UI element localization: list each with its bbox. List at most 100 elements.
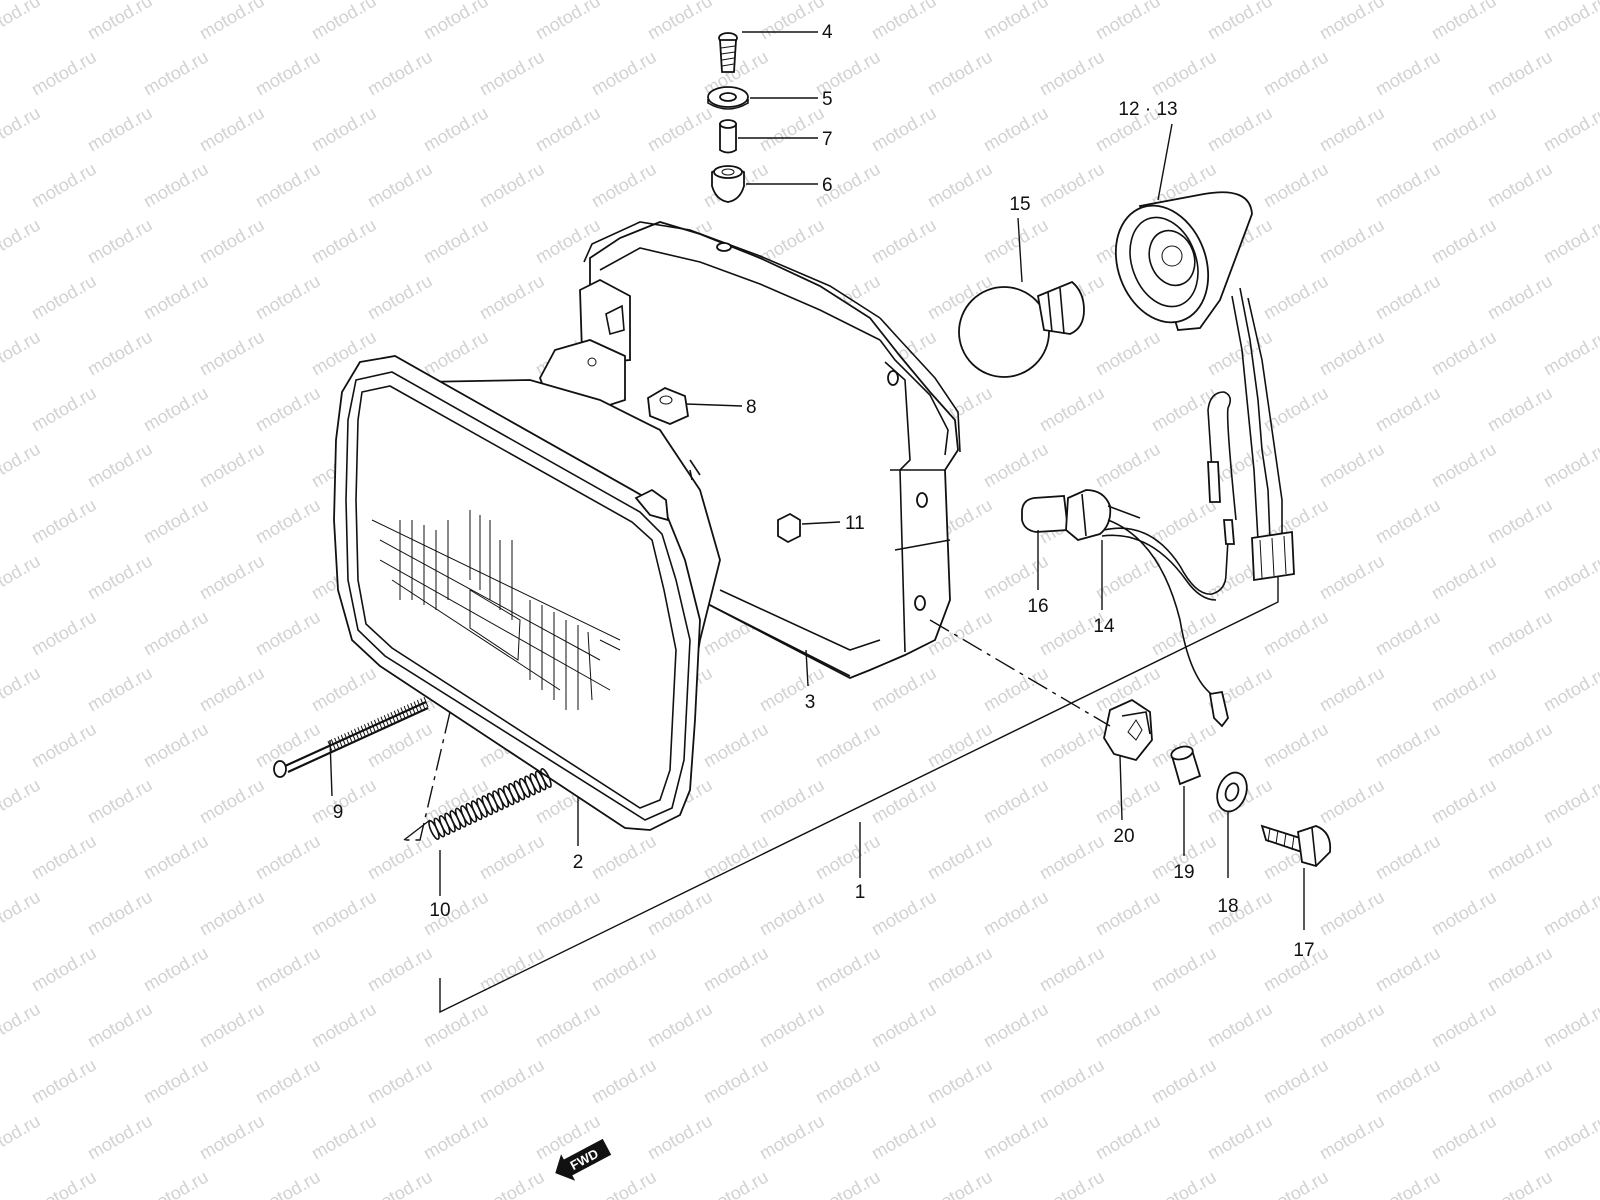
- watermark-text: motod.ru: [1540, 999, 1600, 1052]
- watermark-text: motod.ru: [140, 271, 212, 324]
- watermark-text: motod.ru: [1540, 103, 1600, 156]
- watermark-text: motod.ru: [1036, 1055, 1108, 1108]
- watermark-text: motod.ru: [196, 887, 268, 940]
- watermark-text: motod.ru: [1428, 663, 1500, 716]
- watermark-text: motod.ru: [588, 1055, 660, 1108]
- watermark-text: motod.ru: [1204, 887, 1276, 940]
- watermark-text: motod.ru: [700, 1055, 772, 1108]
- watermark-text: motod.ru: [644, 0, 716, 43]
- grommet-part-20: [1103, 698, 1153, 762]
- watermark-text: motod.ru: [140, 1167, 212, 1200]
- watermark-text: motod.ru: [252, 607, 324, 660]
- watermark-text: motod.ru: [532, 103, 604, 156]
- watermark-text: motod.ru: [756, 0, 828, 43]
- watermark-text: motod.ru: [196, 215, 268, 268]
- watermark-text: motod.ru: [1092, 0, 1164, 43]
- watermark-text: motod.ru: [756, 1111, 828, 1164]
- watermark-text: motod.ru: [1148, 607, 1220, 660]
- watermark-text: motod.ru: [1484, 159, 1556, 212]
- watermark-text: motod.ru: [532, 0, 604, 43]
- watermark-text: motod.ru: [420, 999, 492, 1052]
- watermark-text: motod.ru: [196, 663, 268, 716]
- screw-thread: [410, 702, 416, 714]
- watermark-text: motod.ru: [476, 47, 548, 100]
- screw-thread: [370, 721, 376, 732]
- watermark-text: motod.ru: [84, 215, 156, 268]
- watermark-text: motod.ru: [868, 775, 940, 828]
- watermark-text: motod.ru: [308, 887, 380, 940]
- watermark-text: motod.ru: [1148, 47, 1220, 100]
- watermark-text: motod.ru: [1540, 663, 1600, 716]
- callout-10: 10: [429, 900, 450, 921]
- watermark-text: motod.ru: [1428, 103, 1500, 156]
- watermark-text: motod.ru: [140, 383, 212, 436]
- bulb-part-16: [1021, 495, 1070, 533]
- watermark-text: motod.ru: [364, 943, 436, 996]
- watermark-text: motod.ru: [924, 159, 996, 212]
- callout-20: 20: [1113, 826, 1134, 847]
- watermark-text: motod.ru: [84, 103, 156, 156]
- callout-7: 7: [822, 129, 833, 150]
- watermark-text: motod.ru: [1260, 719, 1332, 772]
- watermark-text: motod.ru: [1372, 831, 1444, 884]
- watermark-text: motod.ru: [1204, 103, 1276, 156]
- watermark-text: motod.ru: [980, 103, 1052, 156]
- watermark-text: motod.ru: [308, 663, 380, 716]
- watermark-text: motod.ru: [924, 1167, 996, 1200]
- screw-thread: [354, 728, 359, 740]
- watermark-text: motod.ru: [28, 719, 100, 772]
- watermark-text: motod.ru: [84, 999, 156, 1052]
- watermark-text: motod.ru: [1428, 215, 1500, 268]
- watermark-text: motod.ru: [1316, 775, 1388, 828]
- spring-coil: [540, 768, 552, 788]
- watermark-text: motod.ru: [1316, 663, 1388, 716]
- watermark-text: motod.ru: [1484, 47, 1556, 100]
- screw-thread: [416, 699, 422, 711]
- watermark-text: motod.ru: [308, 0, 380, 43]
- watermark-text: motod.ru: [0, 215, 44, 268]
- watermark-text: motod.ru: [644, 103, 716, 156]
- watermark-text: motod.ru: [1484, 943, 1556, 996]
- screw-thread: [393, 710, 399, 721]
- watermark-text: motod.ru: [588, 1167, 660, 1200]
- watermark-text: motod.ru: [252, 1167, 324, 1200]
- watermark-text: motod.ru: [0, 103, 44, 156]
- watermark-text: motod.ru: [1148, 943, 1220, 996]
- watermark-text: motod.ru: [1540, 0, 1600, 43]
- socket-part-12-13: [1114, 191, 1295, 582]
- watermark-text: motod.ru: [420, 1111, 492, 1164]
- watermark-text: motod.ru: [588, 47, 660, 100]
- watermark-text: motod.ru: [364, 47, 436, 100]
- watermark-text: motod.ru: [140, 831, 212, 884]
- watermark-text: motod.ru: [1372, 607, 1444, 660]
- watermark-text: motod.ru: [1596, 719, 1600, 772]
- watermark-text: motod.ru: [1540, 551, 1600, 604]
- watermark-text: motod.ru: [1148, 1055, 1220, 1108]
- watermark-text: motod.ru: [924, 1055, 996, 1108]
- watermark-text: motod.ru: [1372, 943, 1444, 996]
- watermark-text: motod.ru: [252, 271, 324, 324]
- watermark-text: motod.ru: [252, 831, 324, 884]
- watermark-text: motod.ru: [1484, 831, 1556, 884]
- watermark-text: motod.ru: [1148, 1167, 1220, 1200]
- watermark-text: motod.ru: [1260, 607, 1332, 660]
- watermark-text: motod.ru: [1372, 159, 1444, 212]
- screw-thread: [337, 736, 343, 747]
- watermark-text: motod.ru: [868, 887, 940, 940]
- watermark-text: motod.ru: [420, 327, 492, 380]
- watermark-text: motod.ru: [1484, 607, 1556, 660]
- watermark-text: motod.ru: [196, 103, 268, 156]
- screw-thread: [420, 698, 426, 709]
- callout-15: 15: [1009, 194, 1030, 215]
- watermark-text: motod.ru: [364, 831, 436, 884]
- watermark-text: motod.ru: [1540, 439, 1600, 492]
- watermark-text: motod.ru: [1036, 383, 1108, 436]
- watermark-text: motod.ru: [476, 1055, 548, 1108]
- screw-thread: [406, 704, 412, 715]
- callout-8: 8: [746, 397, 757, 418]
- callout-12-13: 12 · 13: [1118, 99, 1177, 120]
- watermark-text: motod.ru: [84, 0, 156, 43]
- watermark-text: motod.ru: [1596, 47, 1600, 100]
- screw-thread: [400, 707, 406, 718]
- watermark-text: motod.ru: [532, 887, 604, 940]
